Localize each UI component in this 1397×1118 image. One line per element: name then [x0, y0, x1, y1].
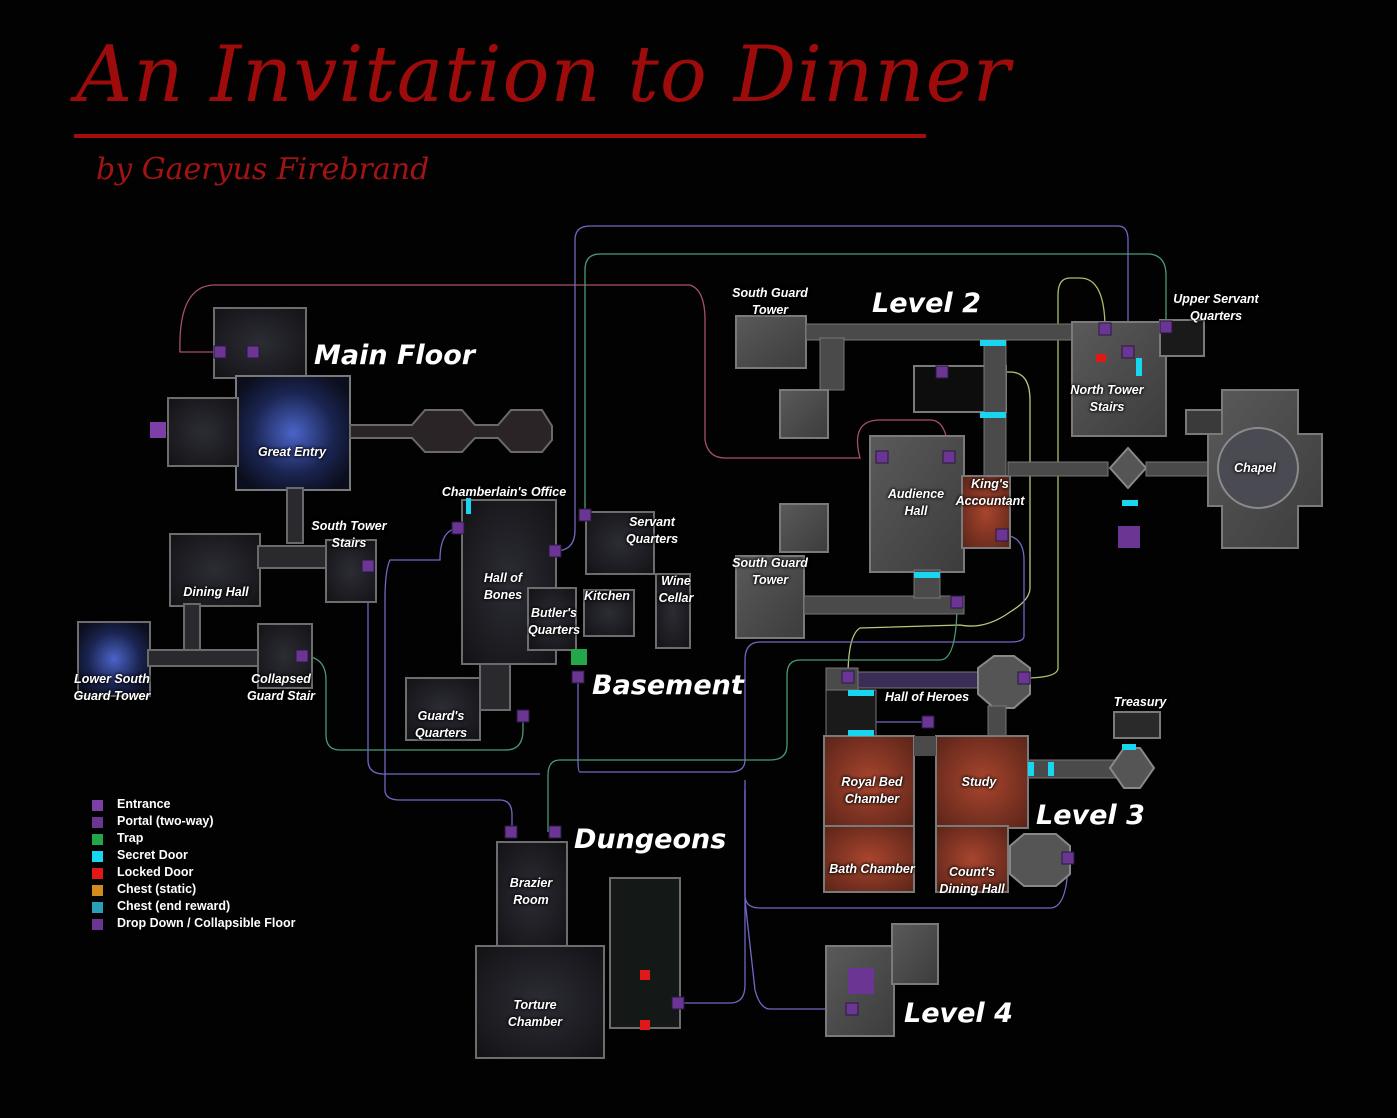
room-wine-cellar: Wine Cellar — [658, 574, 694, 605]
legend-label: Portal (two-way) — [117, 814, 214, 828]
legend-label: Chest (static) — [117, 882, 197, 896]
map-title: An Invitation to Dinner — [76, 30, 1012, 120]
room-chamberlains-office: Chamberlain's Office — [441, 485, 567, 499]
room-brazier-room: Brazier Room — [509, 876, 553, 907]
room-counts-dining-hall: Count's Dining Hall — [939, 865, 1005, 896]
main-floor-map — [77, 307, 553, 697]
level-label-basement: Basement — [592, 670, 744, 701]
basement-map — [405, 498, 691, 741]
level2-map — [735, 315, 1323, 639]
legend-label: Entrance — [117, 797, 171, 811]
dungeons-map — [475, 841, 681, 1059]
legend-label: Chest (end reward) — [117, 899, 231, 913]
room-south-tower-stairs: South Tower Stairs — [311, 519, 387, 550]
room-study: Study — [961, 775, 997, 789]
entrance-square-icon — [92, 800, 103, 811]
level-label-level2: Level 2 — [872, 288, 981, 319]
level-label-level3: Level 3 — [1036, 800, 1145, 831]
room-audience-hall: Audience Hall — [887, 487, 945, 518]
room-bath-chamber: Bath Chamber — [829, 862, 915, 876]
room-torture-chamber: Torture Chamber — [507, 998, 563, 1029]
drop-down-icon — [92, 919, 103, 930]
room-guards-quarters: Guard's Quarters — [414, 709, 468, 740]
locked-door-icon — [92, 868, 103, 879]
legend-label: Trap — [117, 831, 144, 845]
room-chapel: Chapel — [1234, 461, 1276, 475]
level4-map — [825, 923, 939, 1037]
end-chest-icon — [92, 902, 103, 913]
room-north-tower-stairs: North Tower Stairs — [1070, 383, 1144, 414]
room-kings-accountant: King's Accountant — [955, 477, 1025, 508]
legend-label: Drop Down / Collapsible Floor — [117, 916, 296, 930]
legend-label: Secret Door — [117, 848, 188, 862]
legend-label: Locked Door — [117, 865, 194, 879]
secret-door-square-icon — [92, 851, 103, 862]
level-label-level4: Level 4 — [904, 998, 1013, 1029]
room-dining-hall: Dining Hall — [183, 585, 249, 599]
entrance-marker — [150, 422, 166, 438]
connection-lines — [179, 225, 1167, 1010]
room-upper-servant-quarters: Upper Servant Quarters — [1173, 292, 1259, 323]
room-treasury: Treasury — [1113, 695, 1167, 709]
room-butlers-quarters: Butler's Quarters — [527, 606, 581, 637]
room-great-entry: Great Entry — [257, 445, 327, 459]
room-kitchen: Kitchen — [584, 589, 630, 603]
room-servant-quarters: Servant Quarters — [625, 515, 679, 546]
author-byline: by Gaeryus Firebrand — [96, 152, 430, 187]
title-underline — [74, 134, 926, 138]
room-south-guard-tower-upper: South Guard Tower — [732, 286, 808, 317]
portal-square-icon — [92, 817, 103, 828]
level-label-main-floor: Main Floor — [314, 340, 476, 371]
room-hall-of-bones: Hall of Bones — [483, 571, 523, 602]
room-hall-of-heroes: Hall of Heroes — [884, 690, 970, 704]
trap-square-icon — [92, 834, 103, 845]
level3-map — [823, 655, 1161, 893]
chest-icon — [92, 885, 103, 896]
level-label-dungeons: Dungeons — [574, 824, 727, 855]
room-collapsed-guard-stair: Collapsed Guard Stair — [246, 672, 316, 703]
portal-markers — [213, 320, 1173, 1016]
room-lower-south-guard-tower: Lower South Guard Tower — [73, 672, 151, 703]
room-royal-bed-chamber: Royal Bed Chamber — [841, 775, 903, 806]
room-south-guard-tower-lower: South Guard Tower — [732, 556, 808, 587]
